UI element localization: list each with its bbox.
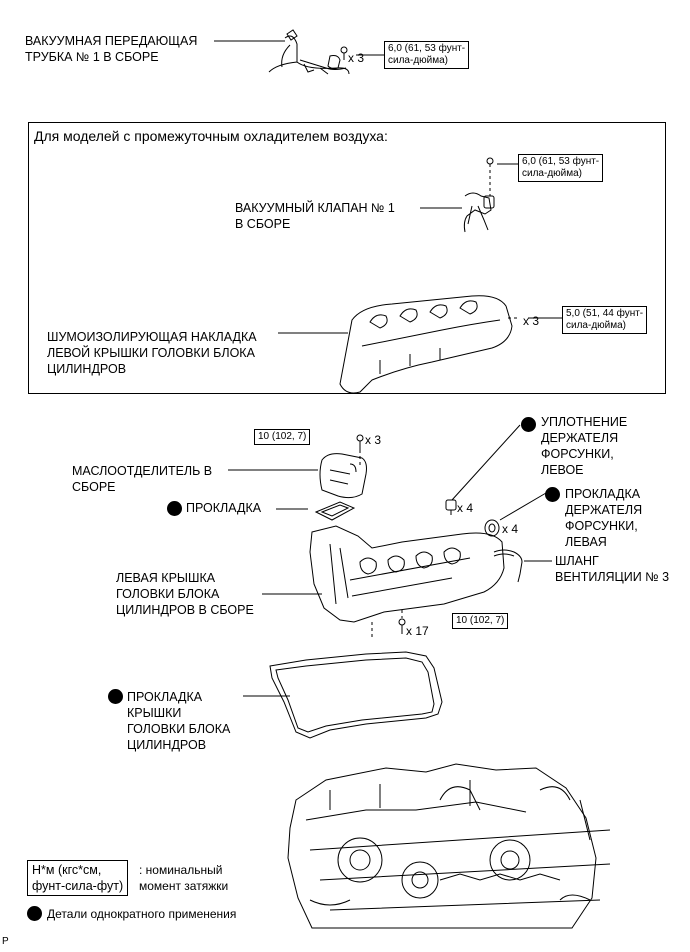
injector-seal-qty: x 4 (457, 501, 474, 515)
legend-unit-description: : номинальный момент затяжки (139, 863, 229, 893)
separator-bolt-qty: x 3 (365, 433, 382, 447)
insulator-bolt-qty: x 3 (523, 314, 540, 328)
corner-mark: P (2, 936, 9, 947)
non-reusable-marker-gasket (167, 501, 182, 516)
intercooler-heading: Для моделей с промежуточным охладителем … (34, 128, 388, 144)
engine-block-drawing (287, 763, 611, 929)
tube-bolt-qty: x 3 (348, 51, 365, 65)
legend-non-reusable-marker (27, 906, 42, 921)
valve-torque-box: 6,0 (61, 53 фунт- сила-дюйма) (518, 154, 604, 182)
intercooler-models-frame (28, 122, 666, 394)
cylinder-head-cover-label: ЛЕВАЯ КРЫШКА ГОЛОВКИ БЛОКА ЦИЛИНДРОВ В С… (116, 571, 254, 617)
tube-torque-box: 6,0 (61, 53 фунт- сила-дюйма) (384, 41, 470, 69)
insulator-label: ШУМОИЗОЛИРУЮЩАЯ НАКЛАДКА ЛЕВОЙ КРЫШКИ ГО… (47, 330, 257, 376)
leader-injector-seal (451, 424, 521, 501)
gasket-label: ПРОКЛАДКА (186, 501, 262, 515)
leader-injector-gasket (499, 492, 547, 521)
non-reusable-marker-cover-gasket (108, 689, 123, 704)
cover-bolt-qty: x 17 (406, 624, 429, 638)
vacuum-tube-drawing (268, 29, 350, 75)
ventilation-hose-label: ШЛАНГ ВЕНТИЛЯЦИИ № 3 (555, 554, 670, 584)
separator-torque-box: 10 (102, 7) (254, 429, 311, 445)
injector-seal-label: УПЛОТНЕНИЕ ДЕРЖАТЕЛЯ ФОРСУНКИ, ЛЕВОЕ (541, 415, 628, 477)
cylinder-head-cover-drawing (309, 525, 505, 623)
cover-gasket-drawing (269, 651, 443, 739)
injector-gasket-qty: x 4 (502, 522, 519, 536)
dashed-cover (371, 610, 403, 640)
cover-gasket-label: ПРОКЛАДКА КРЫШКИ ГОЛОВКИ БЛОКА ЦИЛИНДРОВ (127, 690, 231, 752)
vacuum-tube-label: ВАКУУМНАЯ ПЕРЕДАЮЩАЯ ТРУБКА № 1 В СБОРЕ (25, 34, 198, 64)
bolt-valve (486, 157, 494, 165)
cover-torque-box: 10 (102, 7) (452, 613, 509, 629)
insulator-torque-box: 5,0 (51, 44 фунт- сила-дюйма) (562, 306, 648, 334)
oil-separator-drawing (319, 453, 367, 499)
non-reusable-marker-injector-seal (521, 417, 536, 432)
bolt-separator (356, 434, 364, 450)
insulator-drawing (339, 295, 513, 394)
injector-gasket-drawing (484, 519, 500, 537)
ventilation-hose-drawing (493, 549, 523, 583)
legend-unit-box: Н*м (кгс*см, фунт-сила-фут) (27, 860, 129, 896)
injector-gasket-label: ПРОКЛАДКА ДЕРЖАТЕЛЯ ФОРСУНКИ, ЛЕВАЯ (565, 487, 643, 549)
separator-gasket-drawing (314, 501, 356, 521)
vacuum-valve-label: ВАКУУМНЫЙ КЛАПАН № 1 В СБОРЕ (235, 201, 395, 231)
bolt-tube (340, 46, 348, 60)
non-reusable-marker-injector-gasket (545, 487, 560, 502)
bolt-cover (398, 618, 406, 634)
legend-non-reusable-label: Детали однократного применения (47, 907, 237, 921)
vacuum-valve-drawing (463, 192, 495, 233)
oil-separator-label: МАСЛООТДЕЛИТЕЛЬ В СБОРЕ (72, 464, 213, 494)
injector-seal-drawing (445, 499, 457, 515)
